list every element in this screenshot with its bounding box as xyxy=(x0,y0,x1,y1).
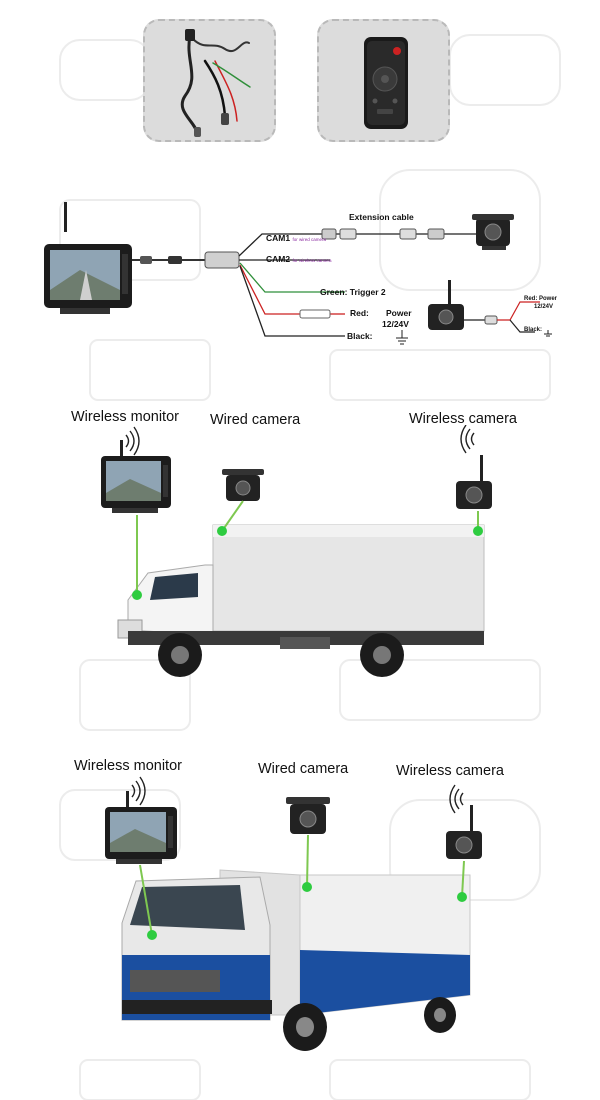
black-label: Black: xyxy=(347,331,373,341)
scene2-monitor-link xyxy=(139,864,153,936)
scene2-wireless-camera-link xyxy=(461,860,465,898)
scene2-wireless-monitor-label: Wireless monitor xyxy=(74,758,182,774)
extension-cable-label: Extension cable xyxy=(349,212,414,222)
cable-tile xyxy=(143,19,276,142)
red-label: Red: xyxy=(350,308,369,318)
scene2-wireless-camera-icon xyxy=(446,805,482,859)
scene1-wireless-camera-icon xyxy=(456,455,492,509)
cam2-note: for wireless camera xyxy=(292,258,332,263)
cam1-text: CAM1 xyxy=(266,233,291,243)
scene1-wireless-monitor-label: Wireless monitor xyxy=(71,409,179,425)
scene1-wired-camera-link xyxy=(221,500,244,532)
scene2-monitor-dot xyxy=(147,930,157,940)
scene2-truck-diagram xyxy=(105,776,482,1051)
scene2-monitor-signal-icon xyxy=(131,776,146,806)
scene2-wired-camera-icon xyxy=(286,797,330,834)
camera-voltage-label: 12/24V xyxy=(534,304,554,310)
power-label: Power xyxy=(386,308,412,318)
splitter-icon xyxy=(204,251,240,269)
scene1-wireless-camera-dot xyxy=(473,526,483,536)
scene2-monitor-icon xyxy=(105,791,177,864)
wiring-diagram xyxy=(44,202,552,345)
scene1-monitor-signal-icon xyxy=(125,426,140,456)
scene1-wired-camera-dot xyxy=(217,526,227,536)
connector-icon xyxy=(185,29,195,41)
scene1-cargo-box xyxy=(212,524,485,632)
scene1-monitor-dot xyxy=(132,590,142,600)
cam1-label: CAM1 for wired camera xyxy=(266,233,326,243)
scene1-wheels xyxy=(158,633,404,677)
scene1-truck-diagram xyxy=(101,425,492,677)
scene1-monitor-icon xyxy=(101,440,171,513)
cable-harness-icon xyxy=(180,29,251,137)
camera-black-label: Black: xyxy=(524,327,543,333)
camera-red-power-label: Red: Power xyxy=(524,296,558,302)
scene2-wired-camera-link xyxy=(306,834,309,888)
remote-tile xyxy=(317,19,450,142)
monitor-icon xyxy=(44,202,132,314)
scene2-wired-camera-label: Wired camera xyxy=(258,761,349,777)
scene2-wired-camera-dot xyxy=(302,882,312,892)
scene1-camera-signal-icon xyxy=(460,425,475,454)
cam2-label: CAM2 for wireless camera xyxy=(266,254,331,264)
scene2-wheels xyxy=(283,997,456,1051)
scene2-camera-signal-icon xyxy=(449,784,464,814)
scene1-wired-camera-icon xyxy=(222,469,264,501)
remote-control-icon xyxy=(364,37,408,129)
green-trigger-label: Green: Trigger 2 xyxy=(320,287,386,297)
wireless-camera-icon xyxy=(428,280,464,330)
scene1-wireless-camera-label: Wireless camera xyxy=(409,411,517,427)
voltage-label: 12/24V xyxy=(382,319,409,329)
cam2-text: CAM2 xyxy=(266,254,291,264)
scene2-wireless-camera-dot xyxy=(457,892,467,902)
cam1-note: for wired camera xyxy=(292,237,326,242)
scene1-wired-camera-label: Wired camera xyxy=(210,412,301,428)
scene2-wireless-camera-label: Wireless camera xyxy=(396,763,504,779)
wired-camera-icon xyxy=(472,214,514,250)
